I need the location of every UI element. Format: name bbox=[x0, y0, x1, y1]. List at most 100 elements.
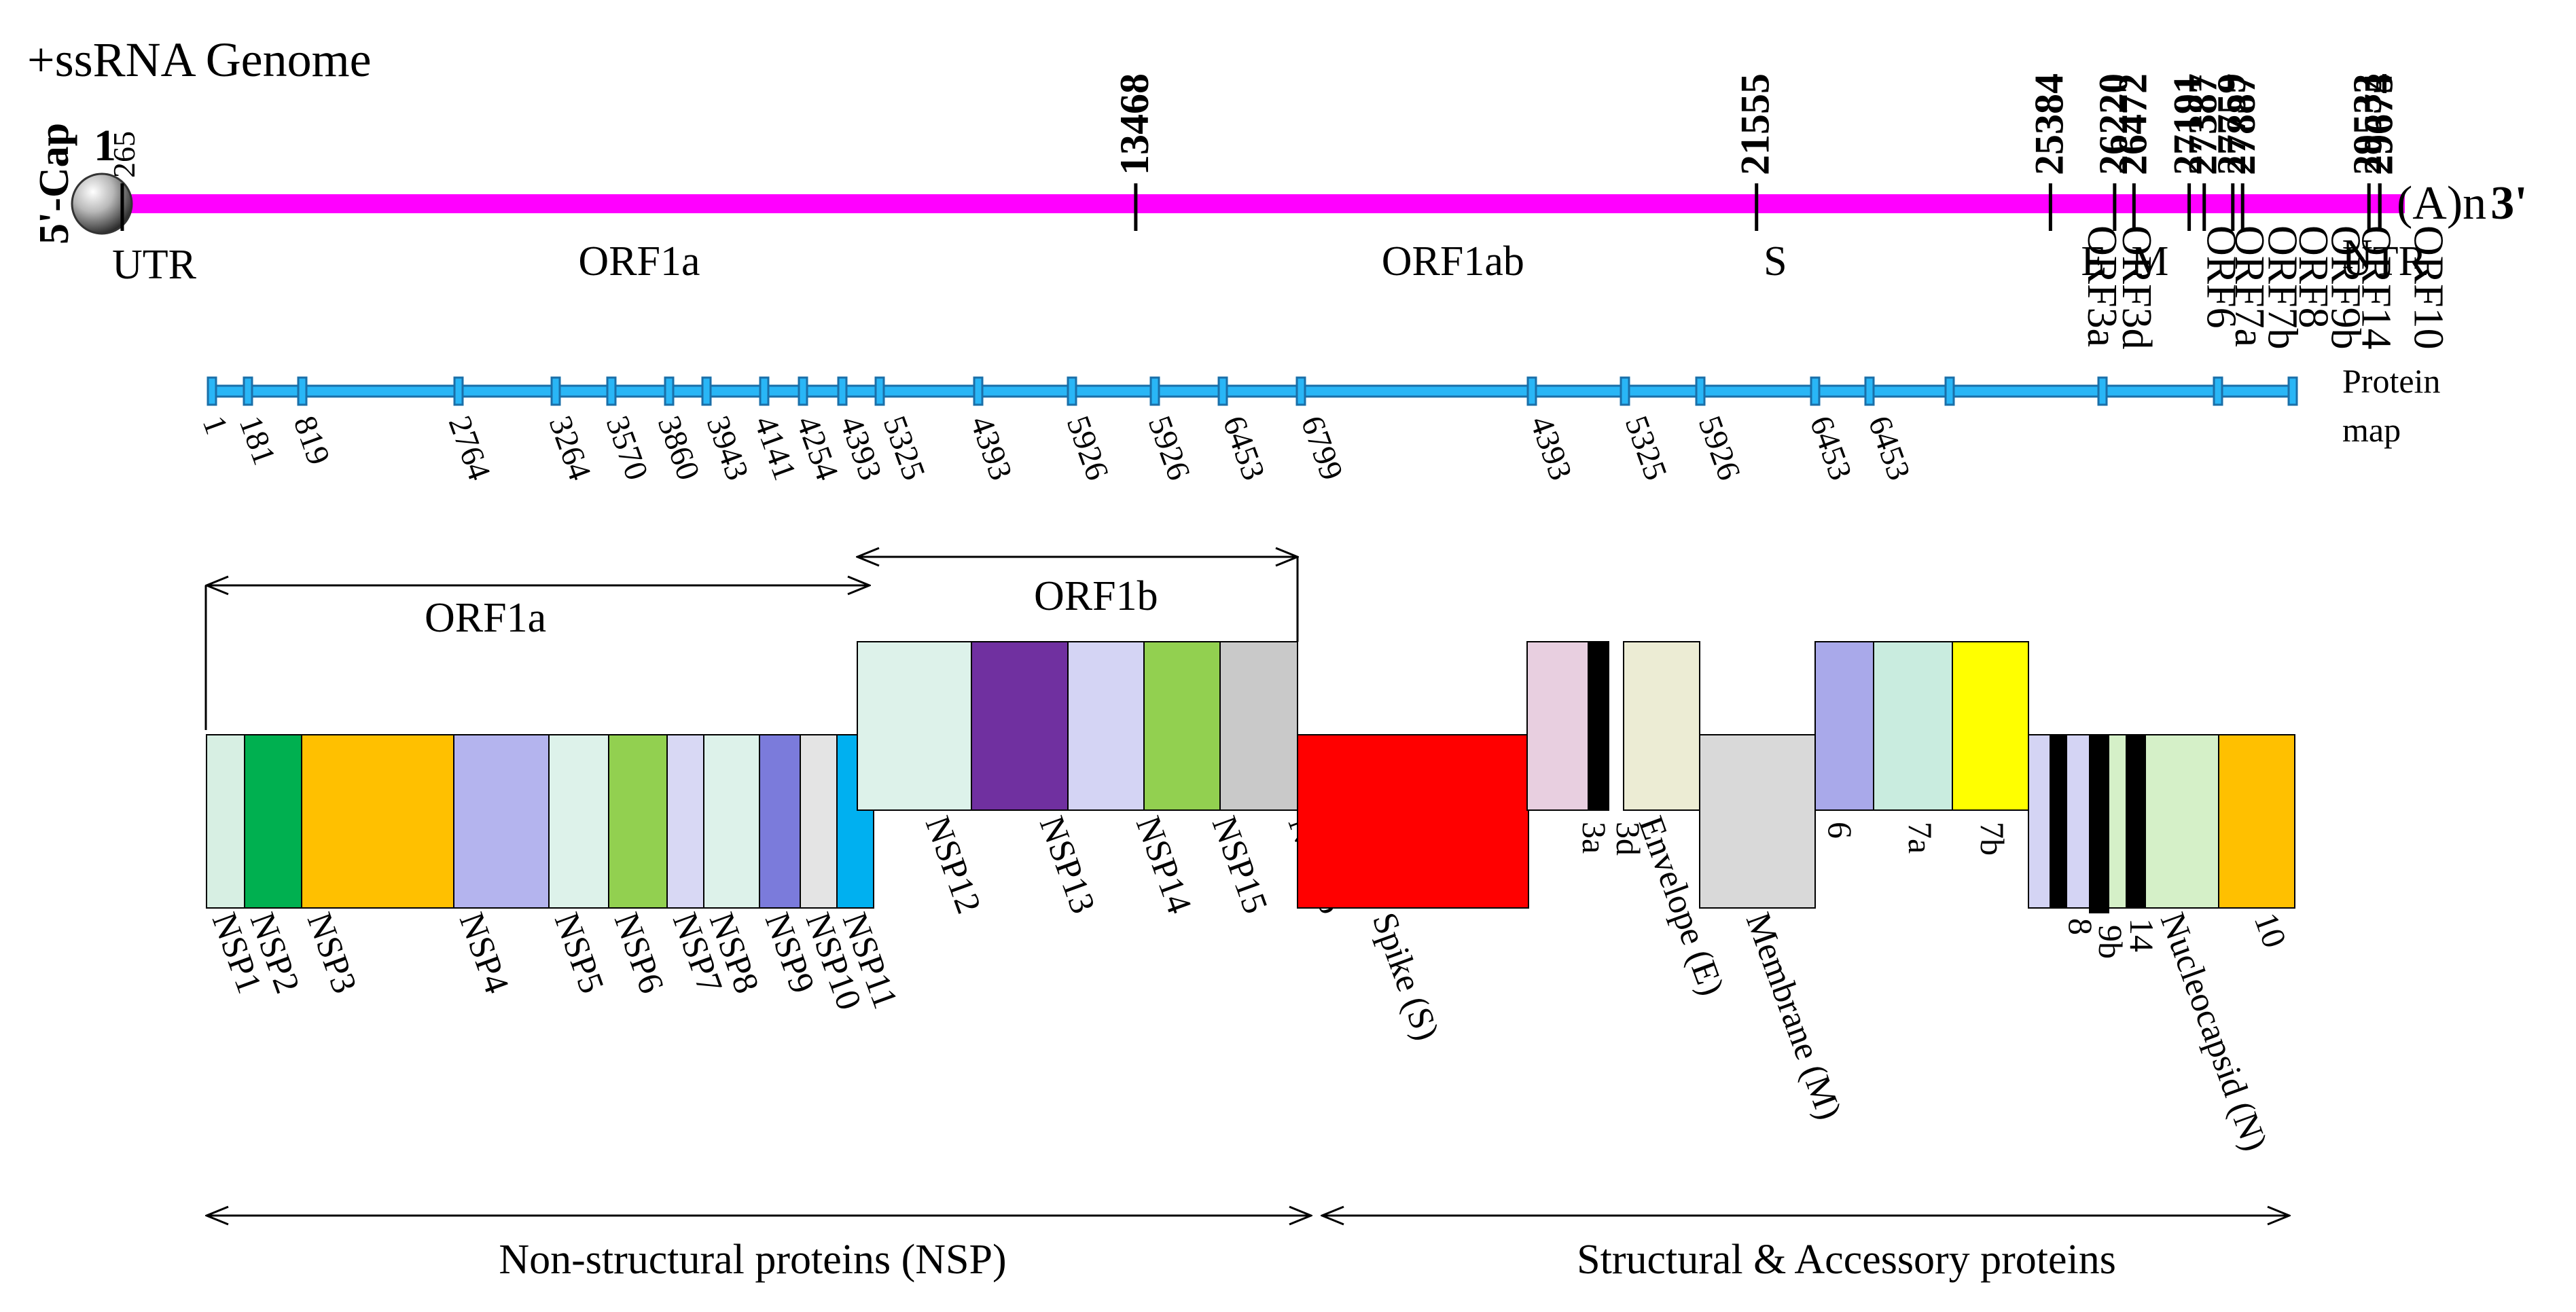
protein-map-position-label: 1 bbox=[196, 412, 235, 439]
nsp-label: NSP5 bbox=[547, 908, 611, 999]
orf3a-label: 3a bbox=[1575, 822, 1613, 854]
cap-label: 5'-Cap bbox=[31, 123, 77, 244]
orf14-bar bbox=[2050, 734, 2067, 909]
orf7b-label: 7b bbox=[1973, 822, 2011, 856]
membrane-block bbox=[1699, 734, 1816, 909]
nsp-block bbox=[548, 734, 609, 909]
envelope-block bbox=[1623, 641, 1700, 811]
genome-position-label: 25384 bbox=[2026, 73, 2071, 175]
protein-map-tick bbox=[759, 376, 770, 406]
nsp-label: NSP13 bbox=[1032, 812, 1103, 919]
orf-label: ORF10 bbox=[2405, 225, 2451, 350]
protein-map-tick bbox=[207, 376, 217, 406]
orf9b-bar bbox=[2089, 734, 2109, 913]
protein-map-tick bbox=[2097, 376, 2108, 406]
orf-label: ORF7a bbox=[2226, 225, 2272, 347]
nsp-block bbox=[453, 734, 550, 909]
nsp-block bbox=[759, 734, 801, 909]
orf-label: ORF1ab bbox=[1382, 238, 1524, 285]
protein-map-tick bbox=[1217, 376, 1228, 406]
nsp-block bbox=[971, 641, 1069, 811]
nsp-label: NSP15 bbox=[1204, 812, 1275, 919]
orf14-block bbox=[2126, 734, 2146, 909]
orf-label: ORF14 bbox=[2353, 225, 2399, 350]
genome-position-label: 13468 bbox=[1112, 73, 1157, 175]
nsp-block bbox=[1219, 641, 1298, 811]
protein-map-position-label: 4393 bbox=[1523, 412, 1579, 485]
protein-map-tick bbox=[2287, 376, 2298, 406]
orf1a-span-label: ORF1a bbox=[425, 595, 546, 641]
three-prime-label: 3' bbox=[2490, 177, 2527, 230]
nsp-block bbox=[301, 734, 454, 909]
orf7b-block bbox=[1952, 641, 2029, 811]
protein-map-position-label: 5926 bbox=[1060, 412, 1116, 485]
page-title: +ssRNA Genome bbox=[27, 33, 372, 87]
nsp-block bbox=[244, 734, 302, 909]
protein-map-label-2: map bbox=[2342, 411, 2401, 449]
nsp-block bbox=[666, 734, 704, 909]
genome-position-label: 21555 bbox=[1733, 73, 1778, 175]
polya-text: (A)n bbox=[2397, 177, 2486, 230]
nsp-block bbox=[206, 734, 245, 909]
protein-map-tick bbox=[1810, 376, 1821, 406]
genome-start-label: 1 bbox=[94, 121, 116, 170]
orf10-label: 10 bbox=[2247, 908, 2295, 953]
orf14-label: 14 bbox=[2123, 918, 2161, 952]
genome-position-label: 26472 bbox=[2110, 73, 2155, 175]
spike-block bbox=[1297, 734, 1529, 909]
protein-map-position-label: 181 bbox=[232, 412, 283, 470]
orf3d-label: 3d bbox=[1609, 822, 1647, 856]
protein-map-position-label: 5926 bbox=[1692, 412, 1748, 485]
genome-position-label: 27387 bbox=[2181, 73, 2225, 175]
orf7a-block bbox=[1873, 641, 1953, 811]
protein-map-tick bbox=[243, 376, 253, 406]
protein-map-position-label: 6453 bbox=[1216, 412, 1272, 485]
protein-map-tick bbox=[453, 376, 464, 406]
protein-map-position-label: 3943 bbox=[700, 412, 756, 485]
orf6-block bbox=[1814, 641, 1874, 811]
protein-map-tick bbox=[1695, 376, 1706, 406]
orf7a-label: 7a bbox=[1901, 822, 1939, 854]
protein-map-position-label: 3264 bbox=[542, 412, 598, 485]
protein-map-label: Protein bbox=[2342, 362, 2440, 400]
orf-label: S bbox=[1764, 238, 1787, 285]
genome-position-label: 29674 bbox=[2356, 73, 2401, 175]
protein-map-tick bbox=[2213, 376, 2223, 406]
orf-label: ORF3d bbox=[2113, 225, 2160, 350]
membrane-label: Membrane (M) bbox=[1738, 908, 1849, 1125]
protein-map-tick bbox=[1944, 376, 1955, 406]
orf6-label: 6 bbox=[1821, 822, 1859, 839]
protein-map-tick bbox=[1067, 376, 1077, 406]
protein-map-tick bbox=[297, 376, 308, 406]
orf8-label: 8 bbox=[2062, 918, 2100, 935]
protein-map-position-label: 5325 bbox=[1618, 412, 1675, 485]
protein-map-position-label: 5926 bbox=[1141, 412, 1198, 485]
utr5-label: UTR bbox=[112, 242, 197, 288]
orf1b-span-label: ORF1b bbox=[1034, 573, 1158, 619]
genome-position-label: 29533 bbox=[2345, 73, 2390, 175]
protein-map-position-label: 6799 bbox=[1294, 412, 1350, 485]
orf-label: ORF7b bbox=[2259, 225, 2306, 350]
protein-map-tick bbox=[837, 376, 848, 406]
nsp-label: NSP4 bbox=[452, 908, 516, 999]
orf-label: ORF1a bbox=[578, 238, 700, 285]
orf9b-label: 9b bbox=[2092, 925, 2130, 959]
protein-map-tick bbox=[1295, 376, 1306, 406]
orf-label: E bbox=[2081, 238, 2107, 285]
orf-label: N bbox=[2342, 232, 2373, 278]
protein-map-position-label: 819 bbox=[287, 412, 337, 470]
protein-map-tick bbox=[550, 376, 561, 406]
protein-map-tick bbox=[606, 376, 617, 406]
cap-icon bbox=[71, 172, 133, 235]
protein-map-position-label: 6453 bbox=[1803, 412, 1859, 485]
genome-position-label: 29675 bbox=[2356, 73, 2401, 175]
nsp-label: NSP3 bbox=[300, 908, 364, 999]
orf-label: ORF8 bbox=[2290, 225, 2336, 329]
nsp-block bbox=[857, 641, 972, 811]
genome-position-label: 27759 bbox=[2209, 73, 2254, 175]
